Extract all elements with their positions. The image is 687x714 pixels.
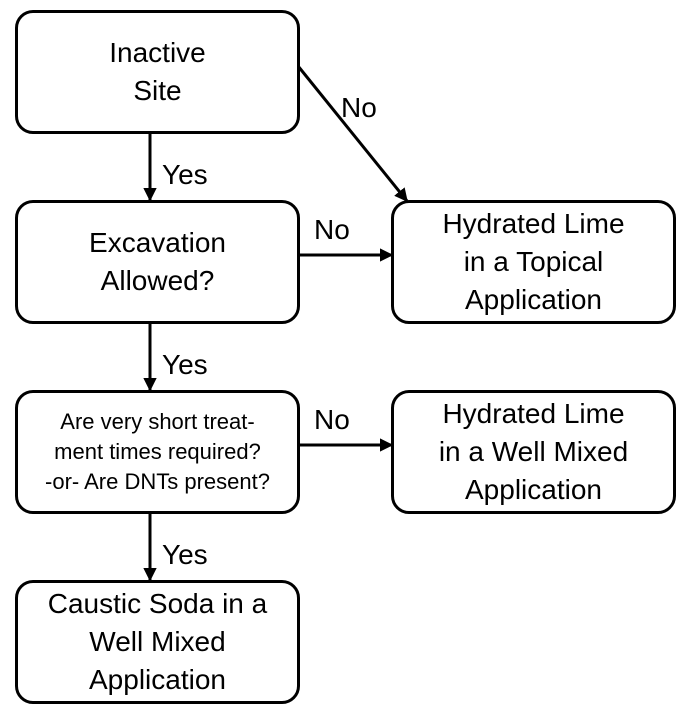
node-caustic-soda-line-2: Well Mixed <box>89 626 226 657</box>
node-hydrated-lime-well-mixed: Hydrated Lime in a Well Mixed Applicatio… <box>391 390 676 514</box>
node-inactive-site-line-1: Inactive <box>109 37 206 68</box>
node-excavation-line-1: Excavation <box>89 227 226 258</box>
node-caustic-soda-line-1: Caustic Soda in a <box>47 588 268 619</box>
node-topical-line-2: in a Topical <box>463 246 604 277</box>
node-short-treatment-times: Are very short treat- ment times require… <box>15 390 300 514</box>
node-excavation-line-2: Allowed? <box>100 265 215 296</box>
node-inactive-site: Inactive Site <box>15 10 300 134</box>
node-inactive-site-line-2: Site <box>133 75 182 106</box>
node-well-mixed-line-3: Application <box>465 474 602 505</box>
edge-label-site-yes: Yes <box>162 159 208 190</box>
node-well-mixed-line-2: in a Well Mixed <box>438 436 629 467</box>
node-topical-line-3: Application <box>465 284 602 315</box>
edge-label-excavation-yes: Yes <box>162 349 208 380</box>
node-topical-line-1: Hydrated Lime <box>442 208 625 239</box>
edge-label-site-no: No <box>341 92 377 123</box>
edge-label-short-yes: Yes <box>162 539 208 570</box>
node-excavation-allowed: Excavation Allowed? <box>15 200 300 324</box>
node-well-mixed-line-1: Hydrated Lime <box>442 398 625 429</box>
edge-label-short-no: No <box>314 404 350 435</box>
arrow-site-to-topical <box>296 65 409 203</box>
node-short-times-line-3: -or- Are DNTs present? <box>45 469 270 494</box>
node-short-times-line-2: ment times required? <box>54 439 261 464</box>
node-short-times-line-1: Are very short treat- <box>60 409 255 434</box>
node-caustic-soda: Caustic Soda in a Well Mixed Application <box>15 580 300 704</box>
node-caustic-soda-line-3: Application <box>89 664 226 695</box>
edge-label-excavation-no: No <box>314 214 350 245</box>
node-hydrated-lime-topical: Hydrated Lime in a Topical Application <box>391 200 676 324</box>
